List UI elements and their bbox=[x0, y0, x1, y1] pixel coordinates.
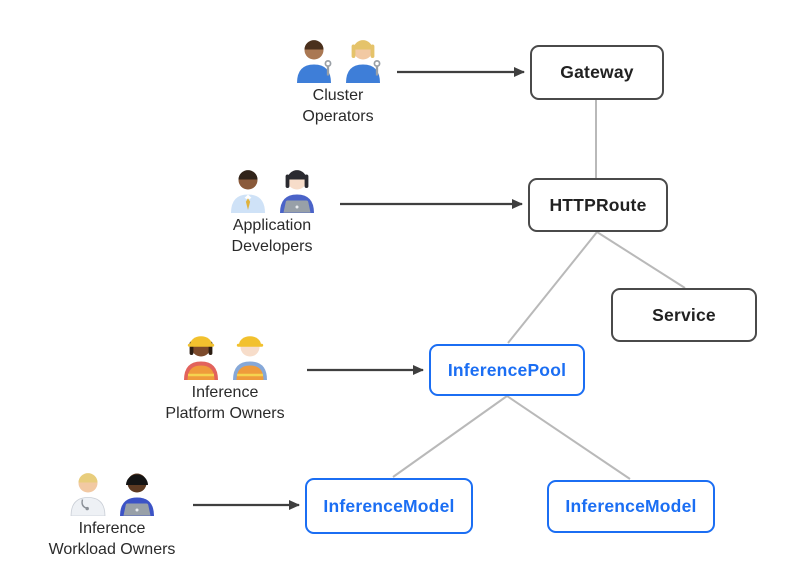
node-gateway: Gateway bbox=[530, 45, 664, 100]
edge-httproute-service bbox=[596, 231, 686, 289]
node-inferencepool-label: InferencePool bbox=[447, 359, 567, 380]
persona-inference-workload-owners-label: Inference Workload Owners bbox=[48, 520, 176, 558]
node-inferencemodel-left: InferenceModel bbox=[305, 478, 473, 534]
persona-inference-platform-owners-label: Inference Platform Owners bbox=[165, 384, 285, 422]
persona-application-developers-label: Application Developers bbox=[231, 217, 313, 255]
node-httproute: HTTPRoute bbox=[528, 178, 668, 232]
cluster-operators-icon bbox=[253, 33, 423, 83]
node-inferencemodel-left-label: InferenceModel bbox=[323, 495, 455, 516]
persona-inference-platform-owners: Inference Platform Owners bbox=[140, 330, 310, 424]
node-service: Service bbox=[611, 288, 757, 342]
persona-cluster-operators-label: Cluster Operators bbox=[302, 87, 374, 125]
persona-cluster-operators: Cluster Operators bbox=[253, 33, 423, 127]
application-developers-icon bbox=[187, 163, 357, 213]
inference-platform-owners-icon bbox=[140, 330, 310, 380]
edge-inferencepool-inferencemodel-right bbox=[506, 395, 631, 480]
node-httproute-label: HTTPRoute bbox=[549, 194, 647, 215]
node-inferencemodel-right-label: InferenceModel bbox=[565, 496, 697, 516]
node-gateway-label: Gateway bbox=[560, 62, 634, 82]
node-service-label: Service bbox=[652, 304, 716, 325]
edge-httproute-inferencepool bbox=[507, 231, 598, 344]
persona-inference-workload-owners: Inference Workload Owners bbox=[27, 466, 197, 560]
persona-application-developers: Application Developers bbox=[187, 163, 357, 257]
node-inferencepool: InferencePool bbox=[429, 344, 585, 396]
edge-inferencepool-inferencemodel-left bbox=[392, 395, 508, 478]
inference-workload-owners-icon bbox=[27, 466, 197, 516]
node-inferencemodel-right: InferenceModel bbox=[547, 480, 715, 533]
